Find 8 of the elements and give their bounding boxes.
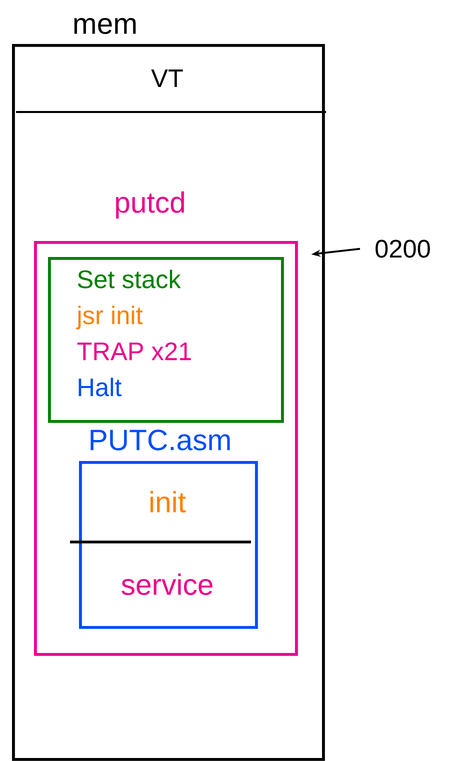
node-label: PUTC.asm bbox=[90, 430, 230, 450]
module-section: service bbox=[122, 573, 212, 596]
address-label: 0200 bbox=[376, 240, 430, 258]
module-section: init bbox=[150, 491, 186, 512]
node-label: putcd bbox=[116, 191, 184, 219]
code-box: Set stack jsr init TRAP x21 Halt bbox=[48, 257, 284, 423]
memory-section: VT bbox=[16, 70, 326, 113]
node-label: mem bbox=[74, 18, 136, 34]
